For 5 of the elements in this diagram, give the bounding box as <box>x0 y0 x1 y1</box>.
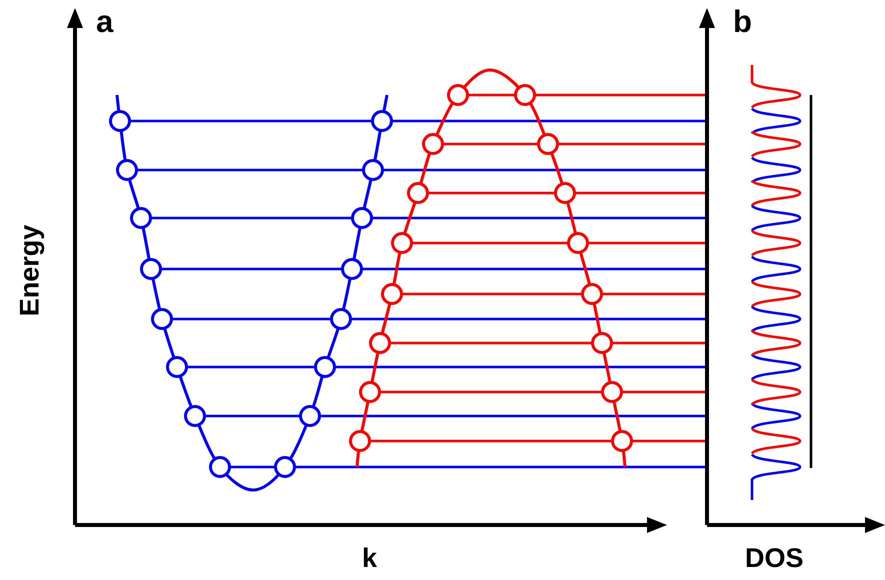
panel-label: b <box>733 6 752 37</box>
axis-title: k <box>362 545 378 572</box>
axis-title: Energy <box>16 224 44 316</box>
panel-label: a <box>96 6 114 37</box>
axis-title: DOS <box>745 545 804 572</box>
